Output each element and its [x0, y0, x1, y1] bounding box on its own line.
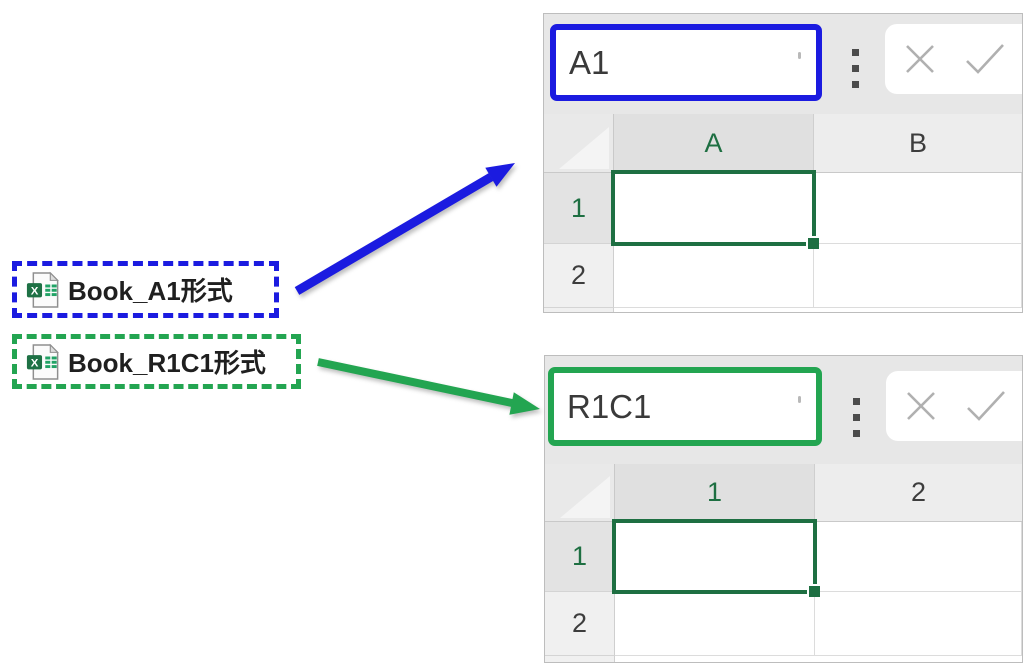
spreadsheet-a1-style: A1 A B 1 2: [543, 13, 1023, 313]
arrow-green: [317, 358, 540, 415]
cell-r1c2[interactable]: [815, 522, 1022, 592]
select-all-corner[interactable]: [544, 114, 614, 173]
row-header-sliver: [544, 308, 614, 312]
text-caret: [798, 395, 801, 403]
workbook-label-a1[interactable]: X Book_A1形式: [12, 261, 279, 318]
row-header[interactable]: 2: [545, 592, 615, 656]
corner-triangle: [560, 476, 610, 518]
row-header[interactable]: 2: [544, 244, 614, 308]
cell-r1c1[interactable]: [615, 522, 815, 592]
fill-handle[interactable]: [809, 586, 820, 597]
row-header-sliver: [545, 656, 615, 662]
active-cell-selection: [611, 170, 819, 249]
corner-triangle: [559, 127, 609, 169]
fill-handle[interactable]: [808, 238, 819, 249]
row-header-selected[interactable]: 1: [544, 173, 614, 244]
formula-action-box: [885, 24, 1022, 94]
svg-text:X: X: [31, 357, 39, 369]
workbook-label-text: Book_A1形式: [68, 276, 233, 306]
cancel-x-icon[interactable]: [901, 40, 939, 78]
cell-a1[interactable]: [614, 173, 814, 244]
column-header[interactable]: 2: [815, 464, 1022, 522]
cell-r2c2[interactable]: [815, 592, 1022, 656]
name-box[interactable]: A1: [550, 24, 822, 101]
workbook-label-r1c1[interactable]: X Book_R1C1形式: [12, 334, 301, 389]
column-header-selected[interactable]: 1: [615, 464, 815, 522]
svg-text:X: X: [31, 285, 39, 297]
cell-r2c1[interactable]: [615, 592, 815, 656]
name-box[interactable]: R1C1: [548, 367, 822, 446]
enter-check-icon[interactable]: [964, 387, 1008, 425]
kebab-menu-icon[interactable]: [852, 49, 859, 88]
name-box-value: R1C1: [567, 387, 652, 425]
workbook-label-text: Book_R1C1形式: [68, 348, 266, 378]
formula-action-box: [886, 371, 1022, 441]
text-caret: [798, 52, 801, 60]
cell-b1[interactable]: [814, 173, 1022, 244]
cancel-x-icon[interactable]: [902, 387, 940, 425]
cell-a2[interactable]: [614, 244, 814, 308]
row-header-selected[interactable]: 1: [545, 522, 615, 592]
excel-file-icon: X: [26, 343, 59, 380]
active-cell-selection: [612, 519, 820, 597]
spreadsheet-r1c1-style: R1C1 1 2 1 2: [544, 355, 1023, 663]
name-box-value: A1: [569, 43, 610, 81]
column-header-selected[interactable]: A: [614, 114, 814, 173]
kebab-menu-icon[interactable]: [853, 398, 860, 437]
excel-file-icon: X: [26, 271, 59, 308]
cell-b2[interactable]: [814, 244, 1022, 308]
enter-check-icon[interactable]: [963, 40, 1007, 78]
arrow-blue: [294, 163, 515, 295]
select-all-corner[interactable]: [545, 464, 615, 522]
column-header[interactable]: B: [814, 114, 1022, 173]
